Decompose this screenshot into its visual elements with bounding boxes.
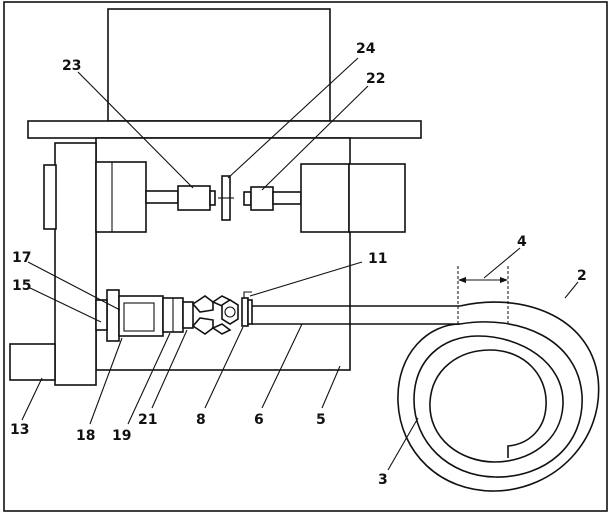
left-motor-body [95, 161, 147, 233]
label-5: 5 [316, 412, 326, 428]
flange-11-tab [243, 291, 252, 298]
right-shaft [272, 191, 302, 205]
flange-11-face [247, 299, 253, 325]
label-21: 21 [138, 412, 157, 428]
mounting-plate [27, 120, 422, 139]
leader-21 [151, 329, 188, 409]
leader-4 [483, 247, 521, 279]
label-11: 11 [368, 251, 387, 267]
leader-22 [261, 85, 369, 191]
leader-8 [204, 326, 244, 409]
cylinder-17-inner [123, 302, 155, 332]
lower-jaw [191, 317, 214, 335]
leader-19 [127, 332, 171, 425]
part-22 [250, 186, 274, 211]
nut-8 [221, 299, 239, 325]
upper-jaw [191, 295, 214, 313]
flange-15 [106, 289, 120, 342]
cylinder-17 [118, 295, 164, 337]
right-motor-cap [348, 163, 406, 233]
part-23-tip [209, 190, 216, 206]
label-15: 15 [12, 278, 31, 294]
lower-jaw-tip [211, 323, 232, 335]
coil-inner-spiral [413, 321, 583, 478]
label-8: 8 [196, 412, 206, 428]
leader-11 [249, 261, 363, 297]
part-21 [182, 301, 194, 329]
label-23: 23 [62, 58, 81, 74]
nut-8-bore [224, 306, 236, 318]
outer-frame [3, 1, 608, 512]
leader-2 [564, 281, 579, 299]
leader-6 [261, 323, 303, 409]
leader-17 [27, 261, 121, 311]
dim-4-arrow-right [500, 277, 508, 283]
part-22-tip [243, 191, 252, 206]
label-17: 17 [12, 250, 31, 266]
motor-13 [9, 343, 56, 381]
leader-13 [21, 377, 43, 421]
flange-11 [241, 297, 249, 327]
leader-3 [387, 417, 419, 471]
flange-15-inner [95, 299, 108, 331]
leader-15 [27, 286, 102, 323]
dim-4-arrow-left [458, 277, 466, 283]
vertical-post [54, 142, 97, 386]
coil-outer-spiral [397, 301, 600, 492]
top-block [107, 8, 331, 122]
label-6: 6 [254, 412, 264, 428]
label-3: 3 [378, 472, 388, 488]
leader-23 [77, 71, 194, 189]
label-2: 2 [577, 268, 587, 284]
left-motor-cap [43, 164, 57, 230]
label-19: 19 [112, 428, 131, 444]
part-23 [177, 185, 211, 211]
label-4: 4 [517, 234, 527, 250]
right-motor-body [300, 163, 350, 233]
label-18: 18 [76, 428, 95, 444]
leader-18 [89, 337, 123, 425]
coil-core-spiral [429, 349, 547, 463]
leader-5 [321, 365, 341, 409]
label-13: 13 [10, 422, 29, 438]
leader-24 [227, 57, 359, 179]
left-shaft [145, 190, 179, 204]
label-24: 24 [356, 41, 376, 57]
label-22: 22 [366, 71, 385, 87]
